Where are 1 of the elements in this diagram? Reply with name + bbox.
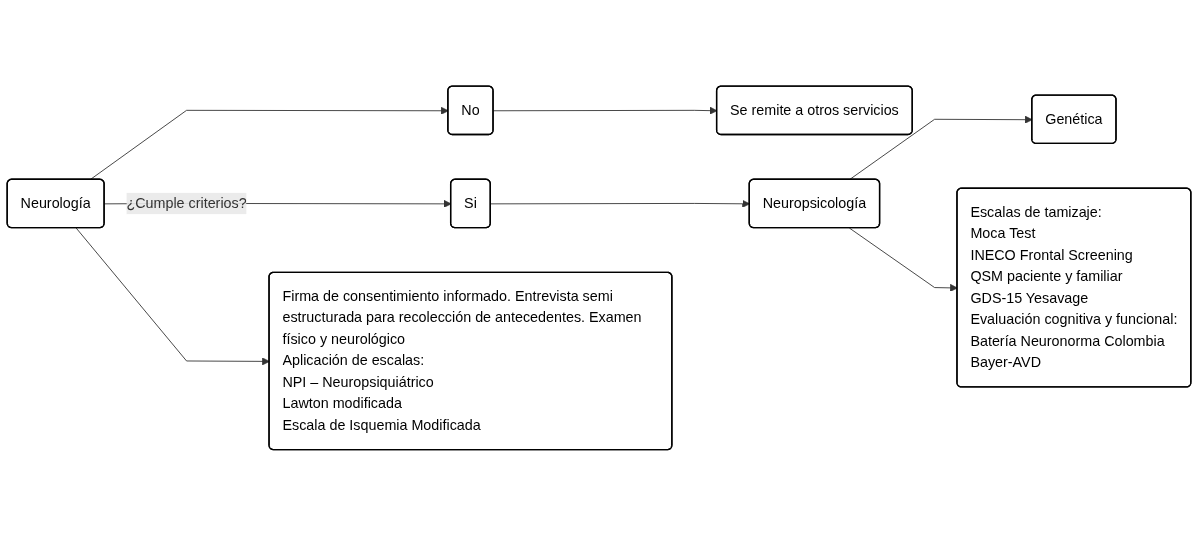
edge-label: ¿Cumple criterios? [126,195,247,211]
